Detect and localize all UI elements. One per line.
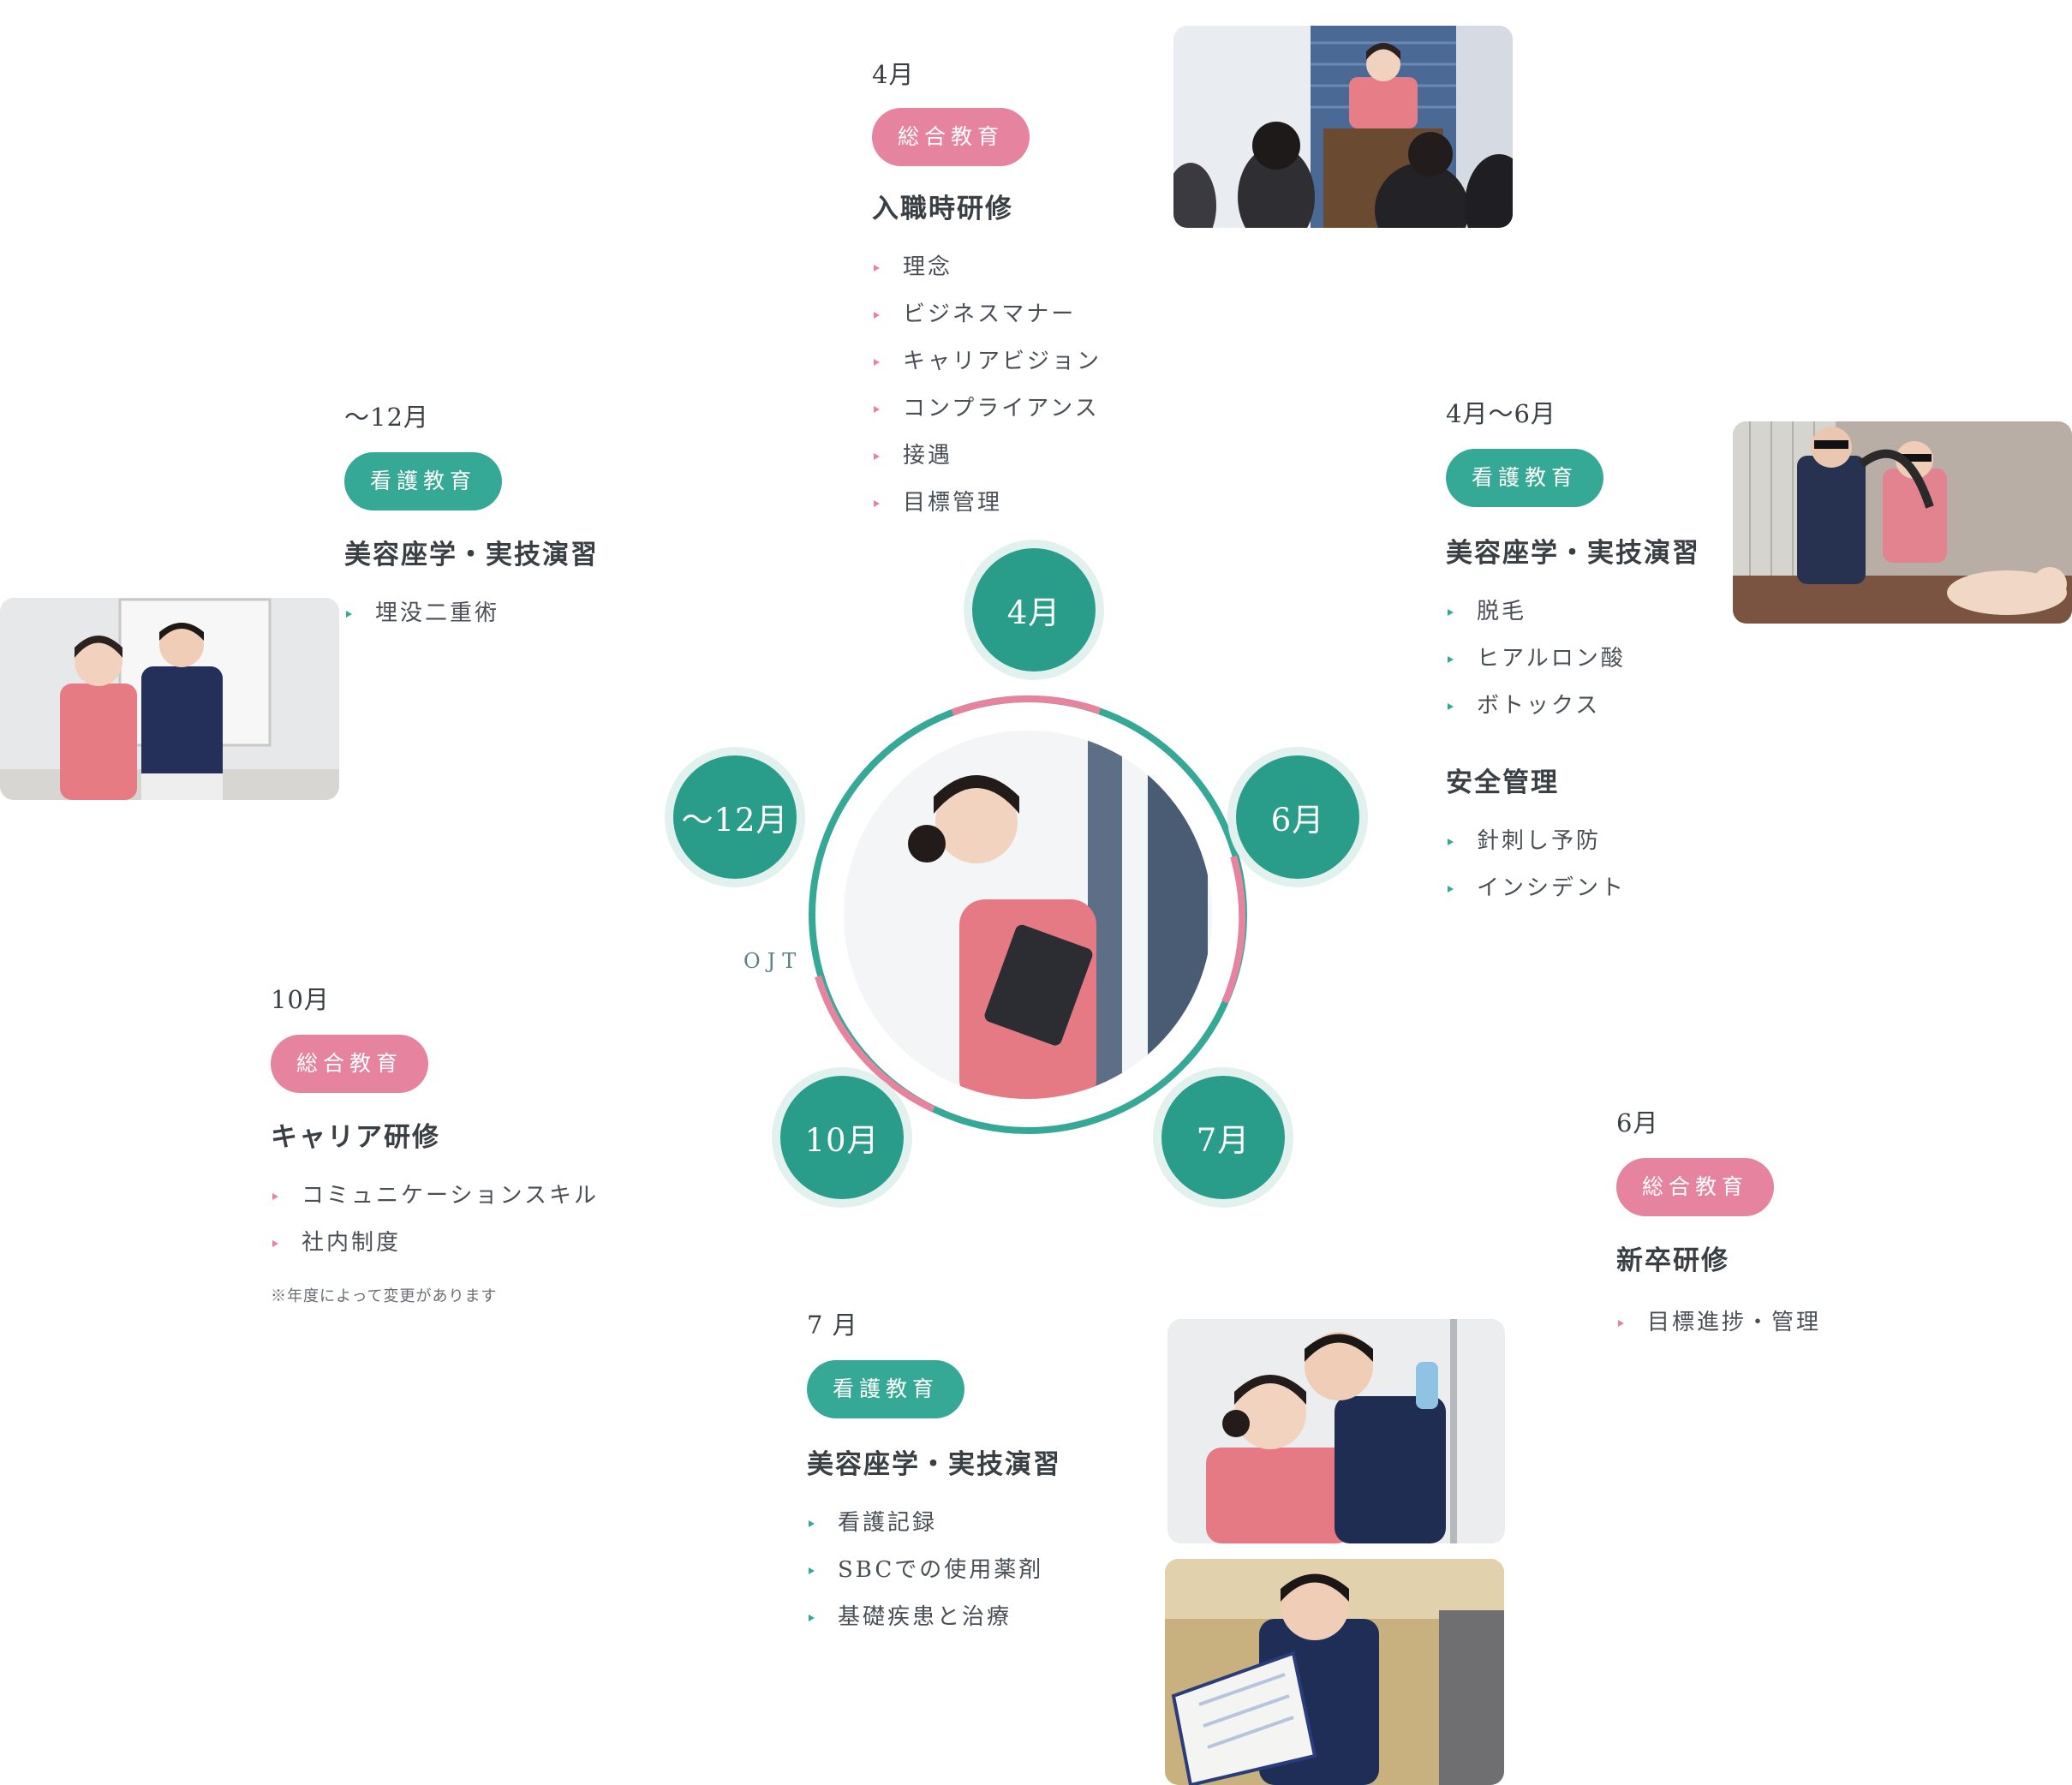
node-apr[interactable]: 4月 <box>972 548 1096 672</box>
block-jun: 6月 総合教育 新卒研修 目標進捗・管理 <box>1616 1103 1899 1346</box>
node-jun[interactable]: 6月 <box>1236 755 1359 879</box>
block-apr-heading: 入職時研修 <box>872 187 1155 225</box>
cycle-ring-pink-arc-right <box>1225 857 1242 1002</box>
list-item: 理念 <box>872 244 1155 291</box>
list-item: 脱毛 <box>1446 588 1720 636</box>
block-oct: 10月 総合教育 キャリア研修 コミュニケーションスキル 社内制度 ※年度によっ… <box>271 980 630 1306</box>
block-oct-badge: 総合教育 <box>271 1035 428 1093</box>
photo-laser-practice <box>1733 421 2072 624</box>
list-item: 社内制度 <box>271 1220 630 1267</box>
block-apr-jun-heading2: 安全管理 <box>1446 761 1720 799</box>
block-apr-jun-list: 脱毛 ヒアルロン酸 ボトックス <box>1446 588 1720 730</box>
block-apr-jun-badge: 看護教育 <box>1446 449 1603 507</box>
node-dec[interactable]: 〜12月 <box>673 755 797 879</box>
block-apr-jun-month: 4月〜6月 <box>1446 394 1720 430</box>
list-item: コンプライアンス <box>872 385 1155 433</box>
block-jun-badge: 総合教育 <box>1616 1158 1774 1216</box>
block-apr-jun-list2: 針刺し予防 インシデント <box>1446 818 1720 912</box>
block-oct-month: 10月 <box>271 980 630 1016</box>
list-item: 目標管理 <box>872 480 1155 527</box>
block-apr-badge: 総合教育 <box>872 108 1030 166</box>
list-item: コミュニケーションスキル <box>271 1173 630 1220</box>
block-apr: 4月 総合教育 入職時研修 理念 ビジネスマナー キャリアビジョン コンプライア… <box>872 55 1155 527</box>
block-oct-heading: キャリア研修 <box>271 1115 630 1154</box>
block-jul: 7 月 看護教育 美容座学・実技演習 看護記録 SBCでの使用薬剤 基礎疾患と治… <box>807 1305 1090 1641</box>
block-apr-jun-heading: 美容座学・実技演習 <box>1446 531 1720 570</box>
node-dec-label: 〜12月 <box>681 794 788 840</box>
node-jul[interactable]: 7月 <box>1161 1076 1285 1199</box>
block-apr-list: 理念 ビジネスマナー キャリアビジョン コンプライアンス 接遇 目標管理 <box>872 244 1155 527</box>
node-oct-label: 10月 <box>804 1114 879 1161</box>
block-jun-month: 6月 <box>1616 1103 1899 1139</box>
list-item: ヒアルロン酸 <box>1446 636 1720 683</box>
cycle-ring-teal <box>812 699 1244 1131</box>
block-apr-month: 4月 <box>872 55 1155 91</box>
list-item: ビジネスマナー <box>872 291 1155 338</box>
node-jun-label: 6月 <box>1271 794 1325 840</box>
block-oct-list: コミュニケーションスキル 社内制度 <box>271 1173 630 1267</box>
photo-infusion-practice <box>1167 1319 1505 1543</box>
block-dec-badge: 看護教育 <box>344 452 502 510</box>
block-dec-list: 埋没二重術 <box>344 590 618 637</box>
block-oct-note: ※年度によって変更があります <box>271 1284 630 1306</box>
list-item: SBCでの使用薬剤 <box>807 1547 1090 1594</box>
list-item: 看護記録 <box>807 1500 1090 1547</box>
block-jul-badge: 看護教育 <box>807 1360 964 1418</box>
list-item: 接遇 <box>872 433 1155 480</box>
block-apr-jun: 4月〜6月 看護教育 美容座学・実技演習 脱毛 ヒアルロン酸 ボトックス 安全管… <box>1446 394 1720 912</box>
list-item: 針刺し予防 <box>1446 818 1720 865</box>
list-item: ボトックス <box>1446 683 1720 730</box>
block-dec-month: 〜12月 <box>344 397 618 433</box>
list-item: 埋没二重術 <box>344 590 618 637</box>
block-jul-heading: 美容座学・実技演習 <box>807 1442 1090 1481</box>
list-item: 目標進捗・管理 <box>1616 1299 1899 1346</box>
block-jun-heading: 新卒研修 <box>1616 1239 1899 1277</box>
block-dec: 〜12月 看護教育 美容座学・実技演習 埋没二重術 <box>344 397 618 637</box>
block-jul-list: 看護記録 SBCでの使用薬剤 基礎疾患と治療 <box>807 1500 1090 1641</box>
cycle-ring-pink-arc-top <box>952 699 1100 713</box>
block-jul-month: 7 月 <box>807 1305 1090 1341</box>
node-jul-label: 7月 <box>1197 1114 1251 1161</box>
photo-practice-dec <box>0 598 339 800</box>
list-item: キャリアビジョン <box>872 338 1155 385</box>
photo-document-explanation <box>1165 1559 1504 1785</box>
node-apr-label: 4月 <box>1007 587 1061 633</box>
ojt-label: OJT <box>743 949 803 973</box>
block-jun-list: 目標進捗・管理 <box>1616 1299 1899 1346</box>
block-dec-heading: 美容座学・実技演習 <box>344 533 618 571</box>
center-photo-nurse <box>844 731 1212 1105</box>
list-item: インシデント <box>1446 865 1720 912</box>
node-oct[interactable]: 10月 <box>780 1076 904 1199</box>
list-item: 基礎疾患と治療 <box>807 1594 1090 1641</box>
photo-lecture <box>1173 26 1513 228</box>
